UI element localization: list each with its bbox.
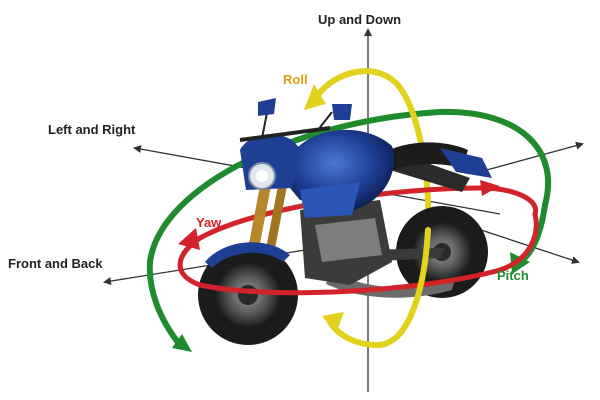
- rear-cowl: [440, 148, 492, 178]
- front-fender: [205, 242, 290, 268]
- roll-arrowhead-bottom: [322, 312, 344, 334]
- front-back-axis: [474, 227, 580, 264]
- roll-ring-front: [327, 227, 431, 349]
- mirror-left: [258, 98, 276, 116]
- left-right-axis-extension: [471, 141, 584, 175]
- yaw-ring-front: [177, 211, 539, 296]
- mirror-right-stem: [317, 111, 333, 131]
- front-back-label: Front and Back: [8, 256, 103, 271]
- up-down-label: Up and Down: [318, 12, 402, 27]
- yaw-arrowhead-right: [480, 180, 500, 196]
- pitch-arrowhead-right: [510, 252, 530, 274]
- roll-label: Roll: [283, 72, 308, 87]
- side-panel: [300, 182, 360, 218]
- handlebar: [239, 126, 331, 142]
- yaw-ring-back: [197, 185, 539, 241]
- pitch-label: Pitch: [497, 268, 529, 283]
- yaw-label: Yaw: [196, 215, 222, 230]
- engine-fins: [315, 218, 382, 262]
- mirror-right: [332, 104, 352, 120]
- pitch-ring-back: [147, 108, 552, 265]
- left-right-label: Left and Right: [48, 122, 136, 137]
- motorcycle: [198, 98, 492, 345]
- front-hub: [238, 285, 258, 305]
- yaw-arrowhead-left: [178, 228, 200, 250]
- pitch-arrowhead-left: [172, 334, 192, 352]
- roll-arrowhead: [304, 84, 326, 110]
